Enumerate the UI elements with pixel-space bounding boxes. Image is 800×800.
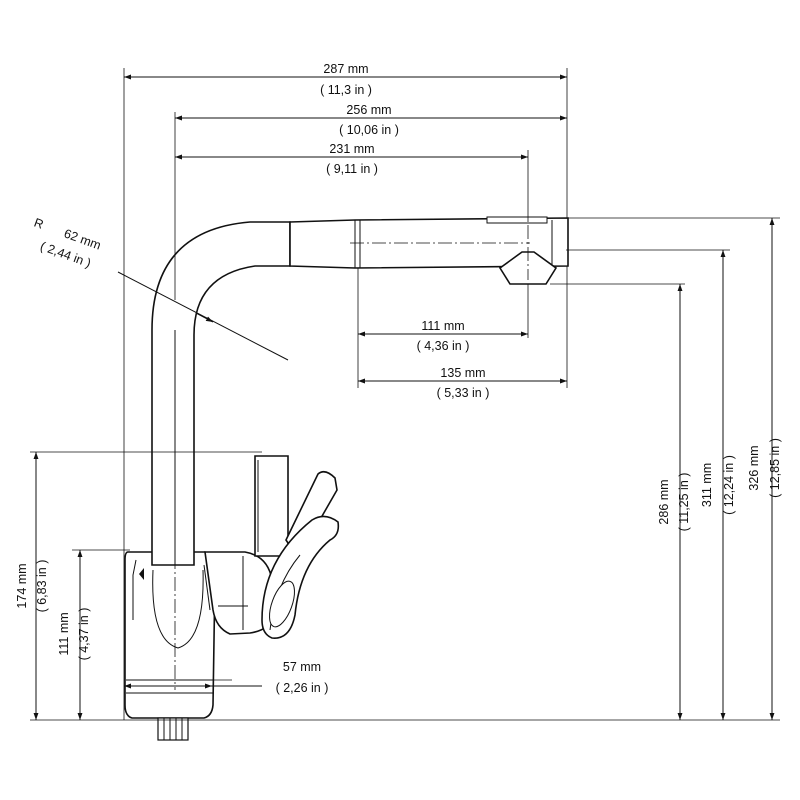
label-286-mm: 286 mm	[657, 479, 671, 524]
label-base-111-mm: 111 mm	[57, 612, 71, 655]
lever-handle-cutout	[269, 580, 295, 628]
base-side-line	[203, 564, 211, 611]
label-326-mm: 326 mm	[747, 445, 761, 490]
aerator-nozzle	[498, 251, 558, 285]
label-57-in: ( 2,26 in )	[276, 681, 329, 695]
spray-button	[486, 216, 548, 224]
radius-arrow	[195, 312, 214, 323]
label-spray-111-in: ( 4,36 in )	[417, 339, 470, 353]
label-57-mm: 57 mm	[283, 660, 321, 674]
dimension-lines	[33, 74, 775, 720]
label-287-in: ( 11,3 in )	[320, 83, 372, 97]
label-326-in: ( 12,85 in )	[768, 438, 782, 498]
label-311-in: ( 12,24 in )	[722, 455, 736, 515]
label-174-in: ( 6,83 in )	[35, 560, 49, 613]
label-231-in: ( 9,11 in )	[326, 162, 378, 176]
label-base-111-in: ( 4,37 in )	[77, 608, 91, 661]
base-arrow-mark	[139, 568, 144, 580]
label-174-mm: 174 mm	[15, 563, 29, 608]
label-287-mm: 287 mm	[323, 62, 368, 76]
label-spray-111-mm: 111 mm	[421, 319, 464, 333]
label-radius-prefix: R	[32, 216, 45, 232]
radius-leader	[117, 271, 289, 361]
label-256-mm: 256 mm	[346, 103, 391, 117]
hose-connector	[157, 717, 189, 741]
base-oval	[152, 569, 204, 649]
label-231-mm: 231 mm	[329, 142, 374, 156]
lever-upright	[254, 455, 289, 557]
extension-lines	[30, 68, 780, 721]
faucet-outline	[124, 216, 569, 741]
label-311-mm: 311 mm	[700, 463, 714, 507]
label-135-mm: 135 mm	[440, 366, 485, 380]
label-256-in: ( 10,06 in )	[339, 123, 399, 137]
label-135-in: ( 5,33 in )	[437, 386, 490, 400]
base-edge	[132, 559, 137, 620]
label-286-in: ( 11,25 in )	[677, 473, 691, 532]
radius-label-group: R 62 mm ( 2,44 in )	[32, 216, 103, 271]
